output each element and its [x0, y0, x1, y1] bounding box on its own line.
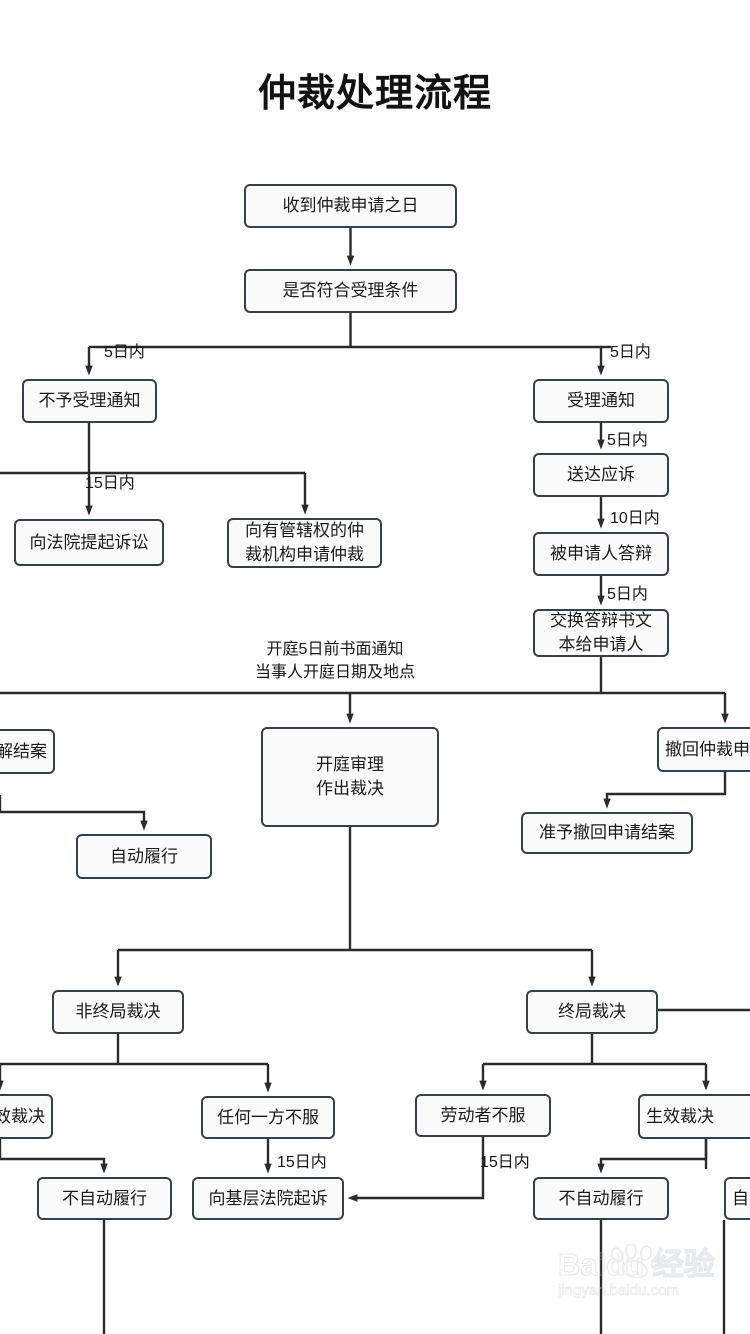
node-voluntary-performance-right: 自动履行 — [724, 1177, 750, 1220]
node-apply-to-jurisdiction-body: 向有管辖权的仲裁机构申请仲裁 — [227, 518, 382, 568]
node-sue-basic-court: 向基层法院起诉 — [192, 1177, 344, 1220]
edge-label-5days-serve: 5日内 — [607, 432, 648, 449]
baidu-watermark: Baidu 经验 jingyan.baidu.com — [558, 1244, 748, 1326]
node-receive-application: 收到仲裁申请之日 — [244, 184, 457, 228]
node-voluntary-performance: 自动履行 — [76, 834, 212, 879]
edge-label-5days-exchange: 5日内 — [607, 586, 648, 603]
node-non-final-award: 非终局裁决 — [52, 990, 184, 1034]
edge-label-5days-right: 5日内 — [610, 344, 651, 361]
page-title: 仲裁处理流程 — [257, 73, 492, 115]
node-either-party-objects: 任何一方不服 — [201, 1096, 335, 1139]
node-respondent-defense: 被申请人答辩 — [533, 532, 669, 576]
node-sue-in-court: 向法院提起诉讼 — [14, 519, 164, 566]
hearing-notice-label: 开庭5日前书面通知当事人开庭日期及地点 — [255, 641, 416, 681]
watermark-sub-text: jingyan.baidu.com — [558, 1282, 680, 1300]
edge-label-15days-worker: 15日内 — [480, 1154, 530, 1171]
edge-label-15days-either-party: 15日内 — [277, 1154, 327, 1171]
watermark-main-text: Baidu 经验 — [558, 1247, 716, 1282]
node-serve-response: 送达应诉 — [533, 453, 669, 497]
node-approve-withdrawal-closure: 准予撤回申请结案 — [521, 812, 693, 854]
node-non-voluntary-performance-right: 不自动履行 — [533, 1177, 669, 1220]
node-non-voluntary-performance-left: 不自动履行 — [37, 1177, 172, 1220]
node-withdraw-application: 撤回仲裁申请 — [657, 727, 750, 772]
edge-label-5days-left: 5日内 — [104, 344, 145, 361]
node-eligibility-check: 是否符合受理条件 — [244, 269, 457, 313]
node-acceptance-notice: 受理通知 — [533, 379, 669, 423]
edge-label-15days-rejection: 15日内 — [85, 475, 135, 492]
node-effective-award-right: 生效裁决 — [638, 1094, 750, 1139]
node-effective-award-left: 生效裁决 — [0, 1094, 53, 1139]
node-worker-objects: 劳动者不服 — [415, 1094, 551, 1137]
node-mediation-closure: 调解结案 — [0, 729, 55, 774]
node-hearing-and-award: 开庭审理作出裁决 — [261, 727, 439, 827]
node-rejection-notice: 不予受理通知 — [22, 379, 157, 423]
node-final-award: 终局裁决 — [526, 990, 658, 1034]
paw-icon — [610, 1244, 664, 1278]
node-exchange-defense-docs: 交换答辩书文本给申请人 — [533, 609, 669, 657]
edge-label-10days-defense: 10日内 — [610, 510, 660, 527]
